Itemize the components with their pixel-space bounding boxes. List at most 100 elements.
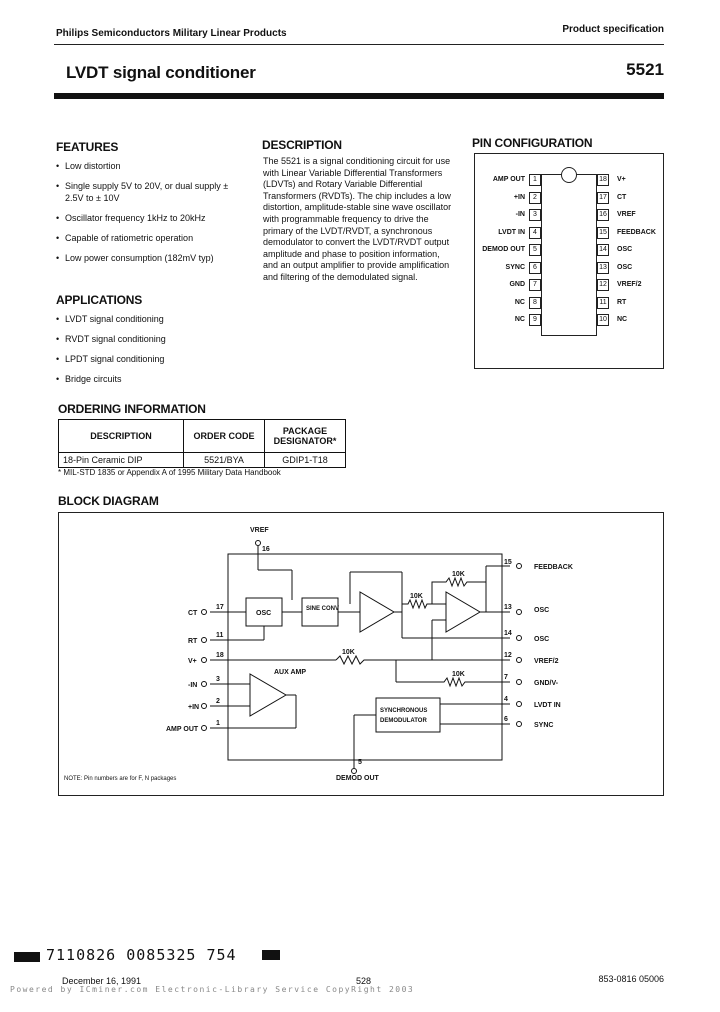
bd-label-sync: SYNC: [534, 722, 553, 729]
bd-label-ct: CT: [188, 610, 198, 617]
ordering-footnote: * MIL-STD 1835 or Appendix A of 1995 Mil…: [58, 468, 281, 477]
amp2-triangle: [445, 591, 481, 633]
features-list: Low distortion Single supply 5V to 20V, …: [56, 160, 246, 272]
pin-label-left: NC: [514, 298, 525, 306]
bd-label-amp-out: AMP OUT: [166, 726, 199, 733]
header-rule: [54, 44, 664, 45]
barcode-mark-right: [262, 950, 280, 960]
pin-number-right: 13: [597, 261, 609, 274]
pin-number-left: 4: [529, 226, 541, 239]
pin-number-left: 9: [529, 314, 541, 326]
bd-label-plus-in-pin: 2: [216, 698, 220, 705]
bd-label-vref2-pin: 12: [504, 652, 512, 659]
pin-number-left: 2: [529, 191, 541, 204]
list-item: Low power consumption (182mV typ): [56, 252, 246, 264]
amp1-triangle: [359, 591, 395, 633]
list-item: LVDT signal conditioning: [56, 313, 246, 325]
description-heading: DESCRIPTION: [262, 138, 342, 152]
pin-label-left: DEMOD OUT: [482, 246, 525, 253]
bd-label-gndv: GND/V-: [534, 680, 559, 687]
bd-label-osc-pin: 14: [504, 630, 512, 637]
aux-amp-triangle: [249, 673, 287, 717]
pin-lvdt-node: [516, 701, 522, 707]
bd-label-amp-out-pin: 1: [216, 720, 220, 727]
list-item: Capable of ratiometric operation: [56, 232, 246, 244]
pin-vref-node: [255, 540, 261, 546]
pin-label-left: GND: [509, 281, 525, 288]
pin-number-right: 12: [597, 279, 609, 291]
pin-label-right: FEEDBACK: [617, 228, 656, 236]
title-rule: [54, 93, 664, 99]
demodulator-block: [375, 697, 441, 733]
pin-config-heading: PIN CONFIGURATION: [472, 136, 593, 150]
pin-number-right: 10: [597, 314, 609, 326]
page-number: 528: [356, 976, 372, 986]
pin-vplus-node: [201, 657, 207, 663]
bd-label-rt: RT: [188, 638, 198, 645]
pin-gnd-node: [516, 679, 522, 685]
doc-number: 853-0816 05006: [598, 974, 664, 984]
ordering-table: DESCRIPTION ORDER CODE PACKAGE DESIGNATO…: [58, 419, 346, 468]
pin-number-right: 17: [597, 191, 609, 204]
features-heading: FEATURES: [56, 140, 119, 154]
list-item: Bridge circuits: [56, 373, 246, 385]
pin-rt-node: [201, 637, 207, 643]
pin-number-right: 15: [597, 226, 609, 239]
pin-number-left: 8: [529, 296, 541, 309]
bd-label-aux-amp: AUX AMP: [274, 669, 306, 676]
col-package: PACKAGE DESIGNATOR*: [264, 419, 346, 453]
pin-label-right: VREF: [617, 211, 636, 218]
pin-label-right: OSC: [617, 263, 633, 271]
doc-type-label: Product specification: [562, 24, 664, 35]
list-item: Single supply 5V to 20V, or dual supply …: [56, 180, 246, 204]
bd-label-lvdt-in-pin: 4: [504, 696, 508, 703]
pin-label-right: OSC: [617, 246, 633, 253]
pin-osc-bar-node: [516, 609, 522, 615]
pin-sync-node: [516, 721, 522, 727]
applications-heading: APPLICATIONS: [56, 293, 143, 307]
pin-label-left: SYNC: [505, 263, 525, 271]
list-item: RVDT signal conditioning: [56, 333, 246, 345]
resistor-10k-a: [431, 576, 487, 612]
watermark: Powered by ICminer.com Electronic-Librar…: [10, 985, 415, 994]
pin-number-left: 7: [529, 279, 541, 291]
footer-date: December 16, 1991: [62, 976, 142, 986]
pin-label-left: LVDT IN: [498, 228, 525, 236]
bd-label-feedback-pin: 15: [504, 559, 512, 566]
pin-demod-out-node: [351, 768, 357, 774]
ordering-heading: ORDERING INFORMATION: [58, 402, 206, 416]
pin-number-right: 16: [597, 209, 609, 221]
bd-label-minus-in: -IN: [188, 682, 197, 689]
pin-label-right: V+: [617, 176, 626, 183]
bd-label-ct-pin: 17: [216, 604, 224, 611]
pin-number-right: 11: [597, 296, 609, 309]
pin-ct-node: [201, 609, 207, 615]
bd-label-10k-c: 10K: [342, 649, 355, 656]
col-order-code: ORDER CODE: [183, 419, 265, 453]
pin-label-right: NC: [617, 316, 628, 323]
bd-label-demod-out-pin: 5: [358, 759, 362, 766]
applications-list: LVDT signal conditioning RVDT signal con…: [56, 313, 246, 393]
bd-label-osc-bar-pin: 13: [504, 604, 512, 611]
bd-note: NOTE: Pin numbers are for F, N packages: [64, 776, 176, 782]
bd-label-plus-in: +IN: [188, 704, 199, 711]
resistor-10k-c: [335, 654, 510, 666]
pin-feedback-node: [516, 563, 522, 569]
barcode-text: 7110826 0085325 754: [46, 946, 237, 964]
bd-label-gndv-pin: 7: [504, 674, 508, 681]
pin-vref2-node: [516, 657, 522, 663]
pin-label-left: NC: [514, 316, 525, 323]
cell-package: GDIP1-T18: [264, 452, 346, 468]
ic-outline: [227, 553, 503, 761]
table-row: 18-Pin Ceramic DIP 5521/BYA GDIP1-T18: [58, 452, 346, 468]
bd-label-vplus: V+: [188, 658, 197, 665]
table-header-row: DESCRIPTION ORDER CODE PACKAGE DESIGNATO…: [58, 419, 346, 453]
pin-amp-out-node: [201, 725, 207, 731]
pin-label-right: CT: [617, 193, 627, 201]
part-number: 5521: [626, 60, 664, 79]
cell-order-code: 5521/BYA: [183, 452, 265, 468]
bd-label-minus-in-pin: 3: [216, 676, 220, 683]
resistor-10k-d: [396, 676, 510, 688]
bd-label-vref: VREF: [250, 527, 269, 534]
